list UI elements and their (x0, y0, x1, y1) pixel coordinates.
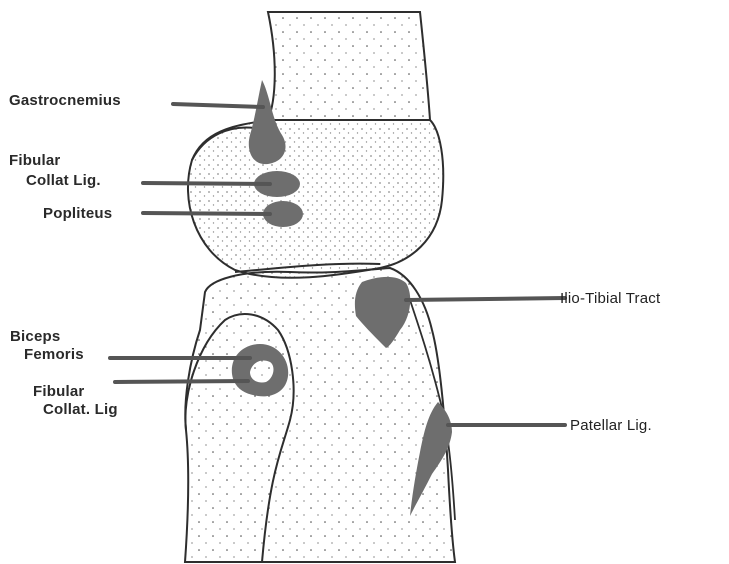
label-fibular-collat-lig-2: Collat Lig. (26, 172, 101, 189)
label-fibular-collat-lig2-1: Fibular (33, 383, 84, 400)
femur-shaft (268, 12, 430, 120)
leader-ilio-tibial-tract (406, 298, 565, 300)
label-biceps-femoris-1: Biceps (10, 328, 60, 345)
leader-fibular-collat-lig-2 (115, 381, 248, 382)
femoral-condyle (188, 120, 443, 278)
label-fibular-collat-lig2-2: Collat. Lig (43, 401, 118, 418)
leader-fibular-collat-lig (143, 183, 270, 184)
label-patellar-lig: Patellar Lig. (570, 417, 652, 434)
label-popliteus: Popliteus (43, 205, 112, 222)
label-ilio-tibial-tract: Ilio-Tibial Tract (560, 290, 660, 307)
leader-popliteus (143, 213, 270, 214)
label-fibular-collat-lig-1: Fibular (9, 152, 60, 169)
leader-gastrocnemius (173, 104, 263, 107)
label-gastrocnemius: Gastrocnemius (9, 92, 121, 109)
label-biceps-femoris-2: Femoris (24, 346, 84, 363)
